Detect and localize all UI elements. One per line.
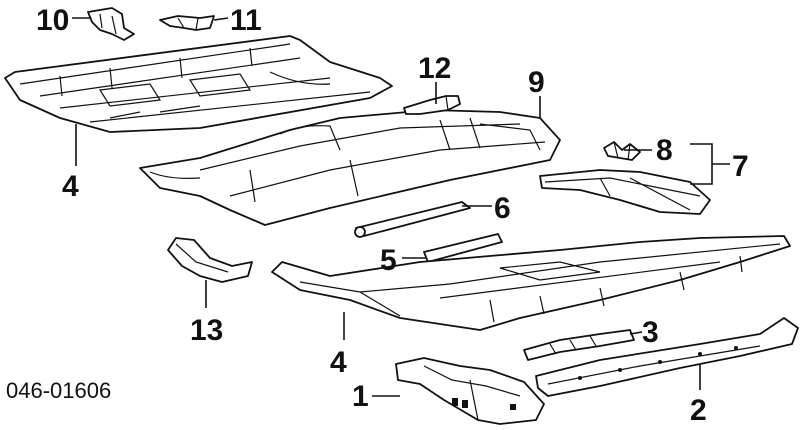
callout-4-lower: 4 [330,346,347,379]
callout-7: 7 [732,150,749,183]
callout-3: 3 [642,316,659,349]
callout-5: 5 [380,244,397,277]
clips-part-8 [603,141,641,161]
callout-8: 8 [656,134,673,167]
center-floor-pan [139,109,561,226]
front-bracket-part-1 [395,357,545,425]
rear-rail-part-7 [539,169,711,215]
rocker-sill-part-2 [535,317,799,397]
callout-9: 9 [528,66,545,99]
callout-4-upper: 4 [62,170,79,203]
figure-code: 046-01606 [6,378,111,403]
reinforcement-part-3 [523,329,635,361]
callout-12: 12 [418,52,451,85]
callout-11: 11 [230,4,262,37]
callout-10: 10 [36,4,69,37]
callout-1: 1 [352,380,369,413]
callout-13: 13 [190,314,223,347]
front-floor-pan-upper [4,35,393,133]
callout-2: 2 [690,394,707,427]
bracket-part-13 [167,237,253,283]
callout-6: 6 [494,192,511,225]
rear-floor-pan-lower [271,235,791,331]
callout-labels: 10 11 12 9 8 7 6 5 4 4 13 3 1 2 046-0160… [6,4,749,427]
bracket-part-11 [159,15,215,31]
leader-lines [72,17,730,397]
rod-part-6 [354,201,471,238]
bar-part-5 [423,233,503,263]
bracket-part-10 [87,7,135,41]
